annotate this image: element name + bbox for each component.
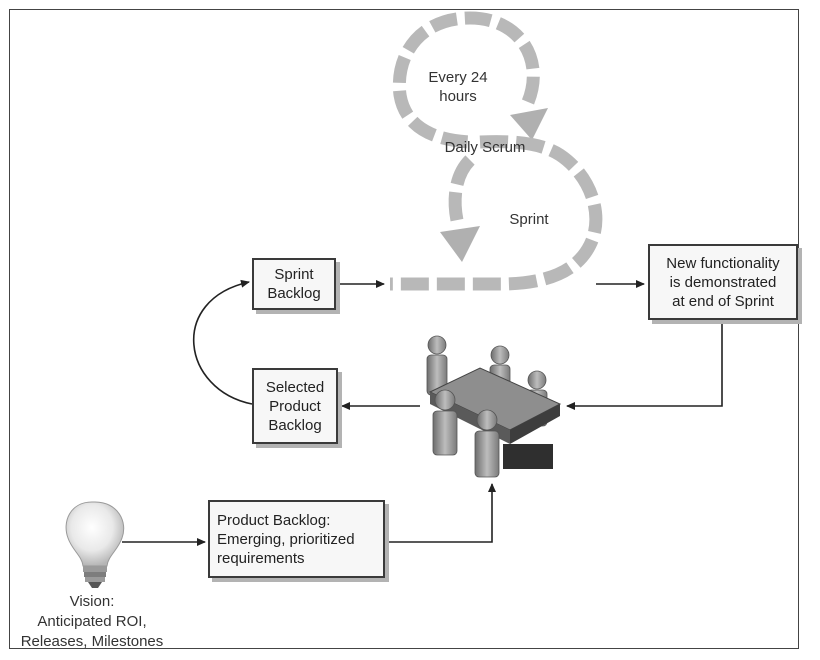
sprint-backlog-box: Sprint Backlog: [252, 258, 336, 310]
lightbulb-icon: [65, 501, 125, 588]
daily-scrum-loop: [392, 11, 540, 149]
vision-label: Vision: Anticipated ROI, Releases, Miles…: [20, 593, 164, 650]
new-functionality-box: New functionality is demonstrated at end…: [648, 244, 798, 320]
daily-scrum-label: Daily Scrum: [444, 139, 526, 156]
arrow-selected-to-sprint-backlog: [193, 279, 253, 405]
team-meeting-icon: [426, 335, 562, 478]
every-24-hours-label: Every 24 hours: [428, 69, 488, 105]
diagram-frame: [9, 9, 799, 649]
sprint-loop: [390, 135, 603, 291]
sprint-arrowhead: [440, 226, 480, 262]
product-backlog-box: Product Backlog: Emerging, prioritized r…: [208, 500, 385, 578]
sprint-label: Sprint: [509, 211, 549, 228]
arrow-new-functionality-to-team: [566, 322, 723, 410]
daily-scrum-arrowhead: [510, 108, 548, 140]
arrow-product-backlog-to-team: [385, 483, 496, 543]
connectors: [122, 279, 723, 546]
selected-product-backlog-box: Selected Product Backlog: [252, 368, 338, 444]
